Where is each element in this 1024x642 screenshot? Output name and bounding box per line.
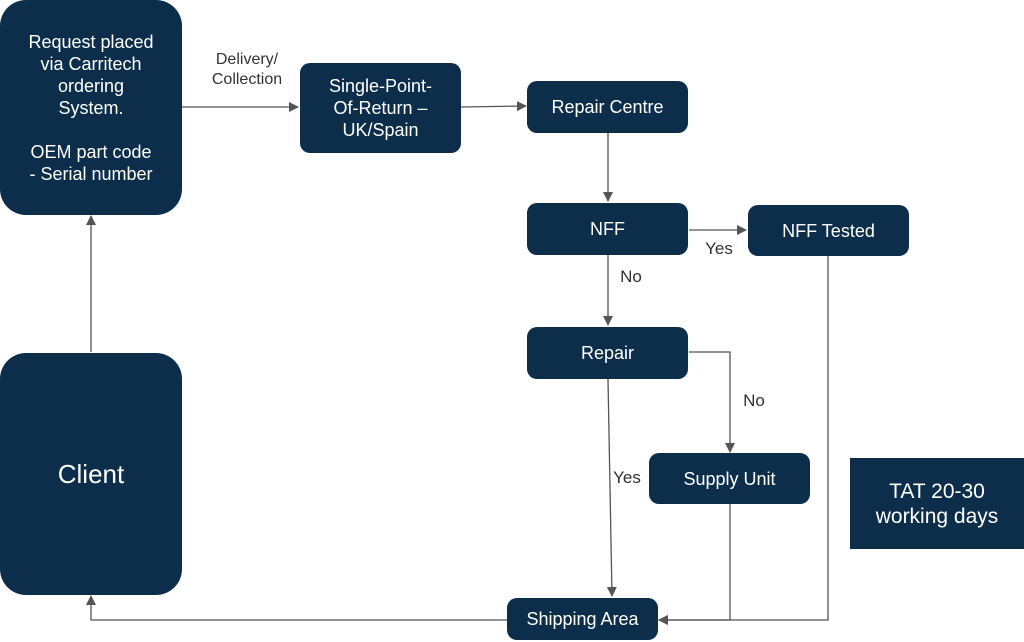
supply-unit-box: Supply Unit — [649, 453, 810, 504]
tat-box: TAT 20-30 working days — [850, 458, 1024, 549]
supply-unit-text: Supply Unit — [683, 468, 776, 489]
arrow-spor-to-repair-centre — [460, 101, 527, 112]
nff-no-label: No — [620, 267, 642, 286]
single-point-of-return-box: Single-Point- Of-Return – UK/Spain — [300, 63, 461, 153]
repair-yes-label: Yes — [613, 468, 641, 487]
shipping-area-box: Shipping Area — [507, 598, 658, 640]
tat-text: TAT 20-30 working days — [875, 479, 999, 528]
arrow-repair-to-shipping — [606, 378, 617, 597]
nff-tested-box: NFF Tested — [748, 205, 909, 256]
repair-centre-box: Repair Centre — [527, 81, 688, 133]
arrow-supply-to-shipping — [658, 504, 731, 625]
repair-no-label: No — [743, 391, 765, 410]
shipping-area-text: Shipping Area — [526, 609, 639, 629]
arrow-repair-to-supply-unit — [689, 351, 735, 453]
nff-yes-label: Yes — [705, 239, 733, 258]
delivery-collection-label: Delivery/ Collection — [211, 51, 283, 88]
request-text: Request placed via Carritech ordering Sy… — [28, 31, 154, 184]
repair-box: Repair — [527, 327, 688, 379]
nff-text: NFF — [590, 219, 625, 239]
nff-box: NFF — [527, 203, 688, 255]
arrow-shipping-to-client — [86, 595, 507, 621]
nff-tested-text: NFF Tested — [782, 220, 875, 241]
repair-centre-text: Repair Centre — [551, 97, 664, 117]
single-point-of-return-text: Single-Point- Of-Return – UK/Spain — [328, 76, 433, 140]
client-text: Client — [57, 458, 125, 489]
request-box: Request placed via Carritech ordering Sy… — [0, 0, 182, 215]
arrow-nff-tested-to-shipping — [658, 256, 829, 625]
client-box: Client — [0, 353, 182, 595]
repair-text: Repair — [580, 343, 635, 363]
